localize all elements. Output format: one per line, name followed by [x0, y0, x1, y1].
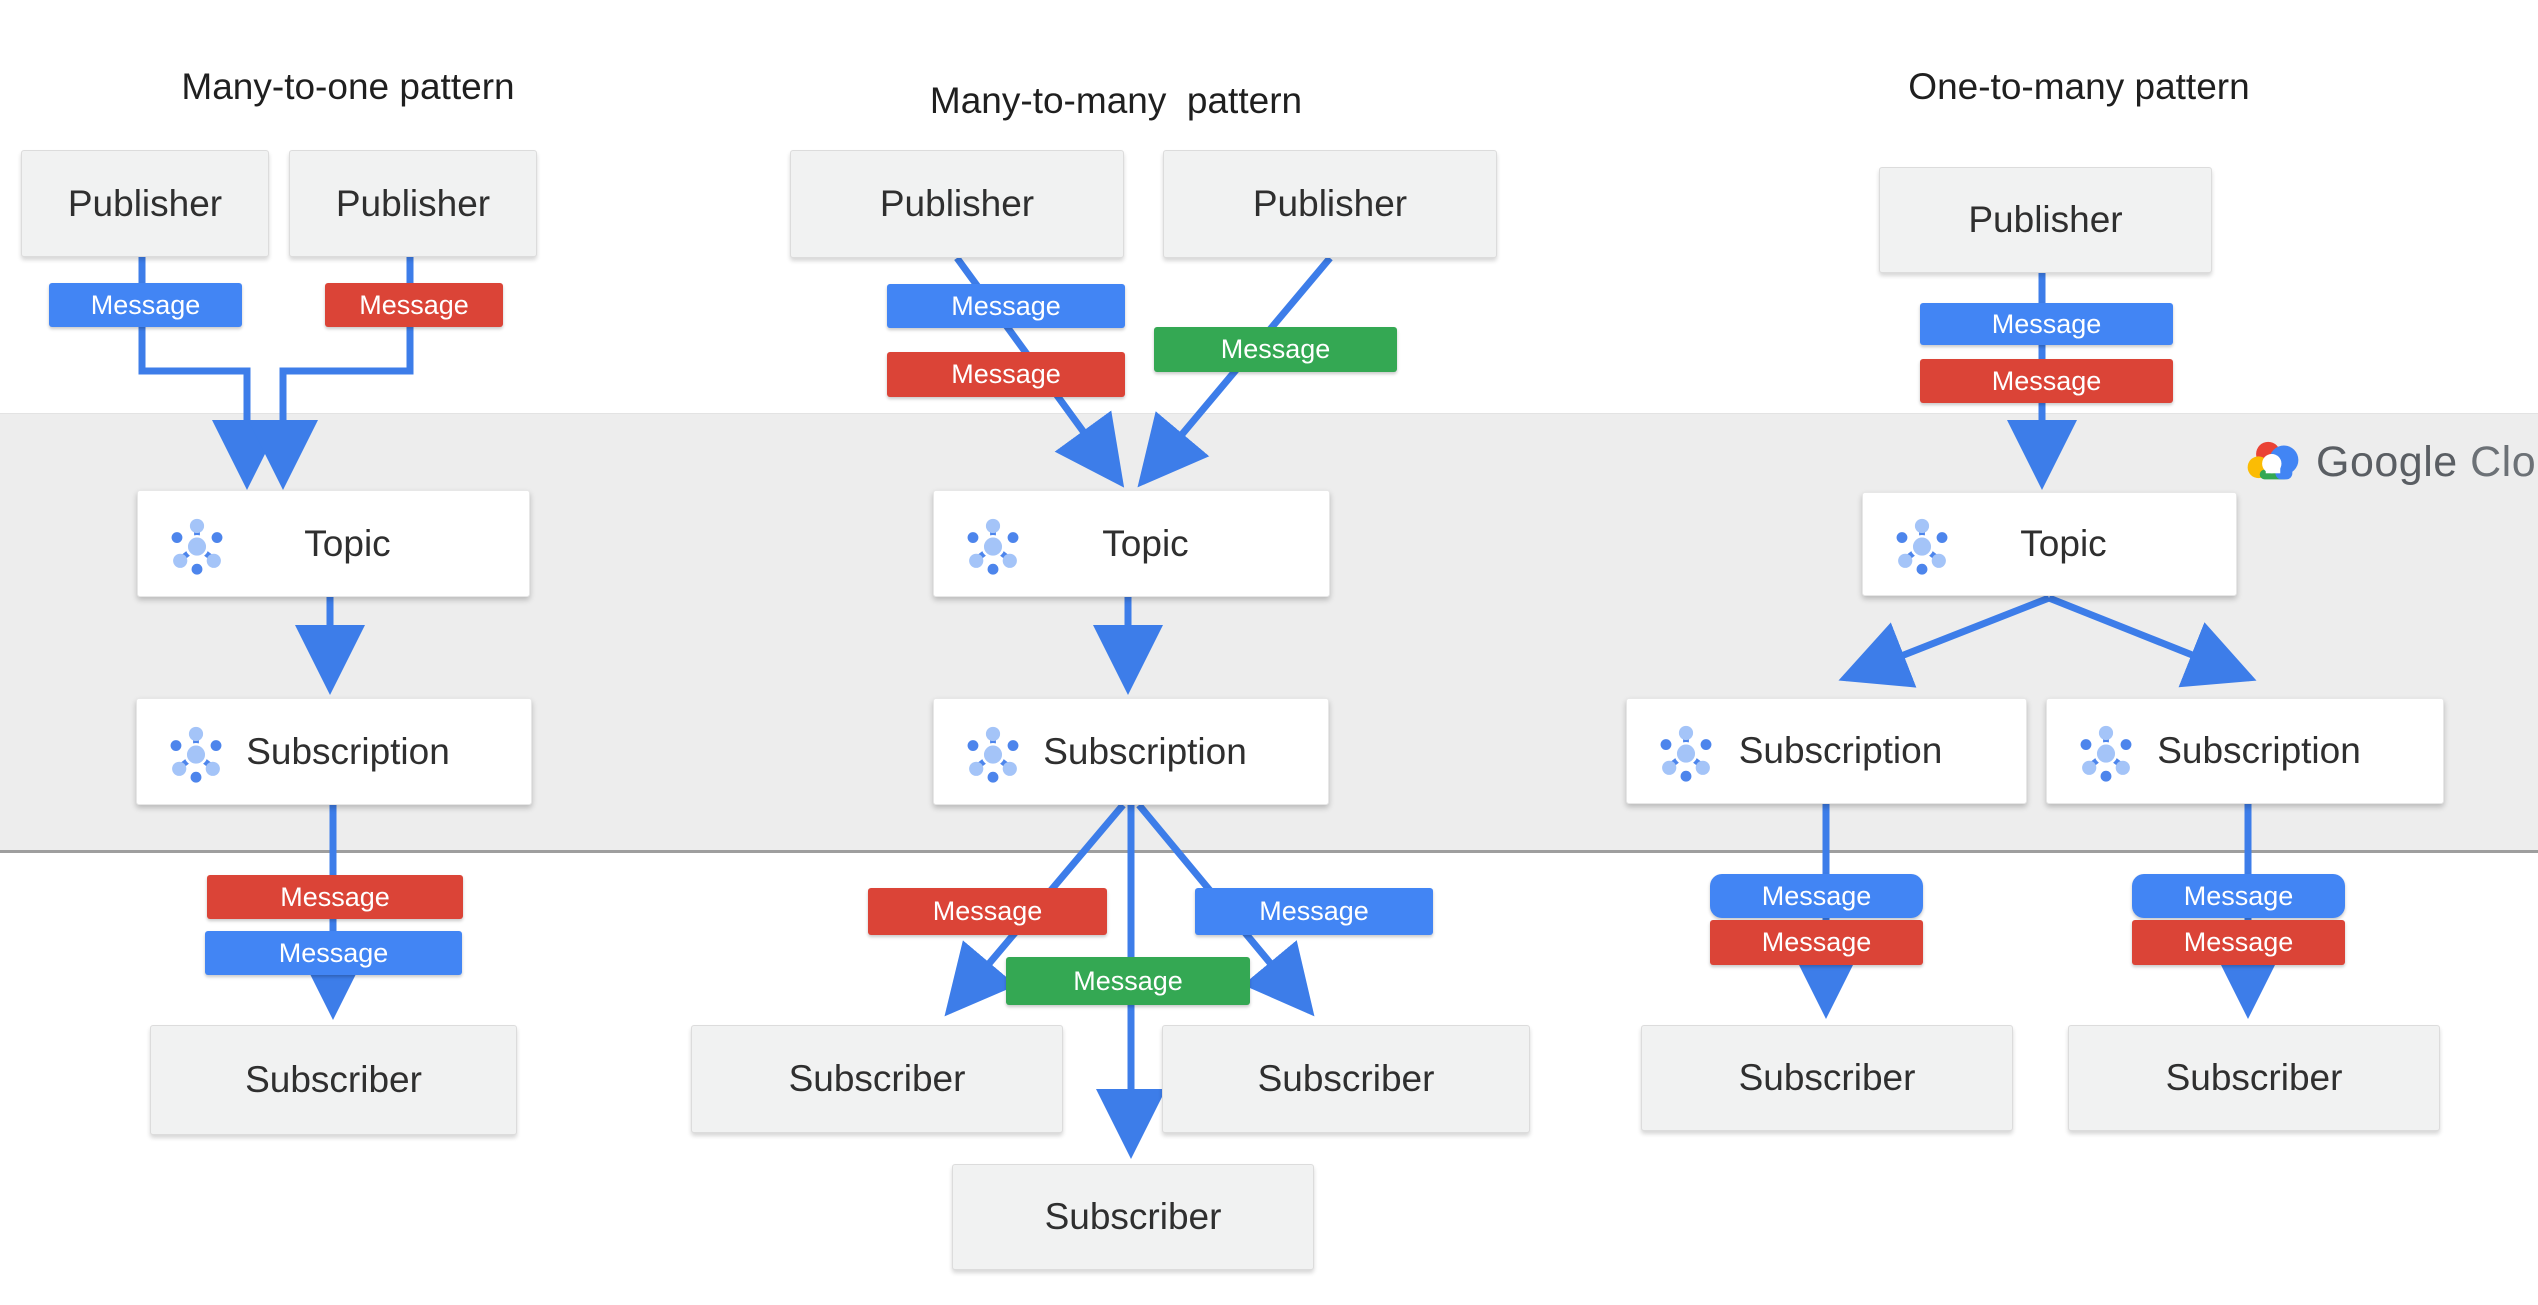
subscriber-box: Subscriber: [691, 1025, 1063, 1133]
topic-box: Topic: [933, 490, 1330, 597]
message-badge-red: Message: [325, 283, 503, 327]
message-badge-blue: Message: [1195, 888, 1433, 935]
topic-box: Topic: [1862, 492, 2237, 596]
subscriber-label: Subscriber: [2165, 1057, 2343, 1098]
topic-label: Topic: [304, 522, 391, 564]
message-label: Message: [278, 937, 389, 968]
topic-box: Topic: [137, 490, 530, 597]
subscriber-label: Subscriber: [1044, 1196, 1222, 1237]
pubsub-topic-icon: [166, 513, 228, 575]
message-label: Message: [1761, 880, 1872, 911]
logo-google-word: Google: [2316, 438, 2458, 486]
topic-label: Topic: [1102, 522, 1189, 564]
logo-cloud-word: Cloud: [2470, 438, 2538, 486]
subscriber-label: Subscriber: [788, 1058, 966, 1099]
message-badge-blue: Message: [49, 283, 242, 327]
message-badge-red: Message: [887, 352, 1125, 397]
publisher-label: Publisher: [1252, 183, 1408, 224]
message-label: Message: [1761, 927, 1872, 957]
message-label: Message: [280, 881, 390, 912]
message-label: Message: [1220, 334, 1331, 364]
message-label: Message: [932, 896, 1043, 926]
google-cloud-logo-icon: [2244, 439, 2302, 486]
message-label: Message: [951, 359, 1061, 389]
publisher-label: Publisher: [67, 182, 223, 224]
pubsub-topic-icon: [1891, 513, 1953, 575]
subscription-label: Subscription: [246, 730, 450, 772]
message-label: Message: [2183, 880, 2294, 911]
subscription-label: Subscription: [2157, 730, 2361, 771]
pubsub-subscription-icon: [165, 721, 227, 783]
publisher-label: Publisher: [879, 183, 1035, 224]
message-badge-blue: Message: [1710, 874, 1923, 918]
pattern-title-one-to-many: One-to-many pattern: [1908, 66, 2250, 107]
message-label: Message: [359, 289, 469, 320]
message-badge-green: Message: [1006, 957, 1250, 1005]
message-badge-red: Message: [1710, 920, 1923, 965]
publisher-box: Publisher: [289, 150, 537, 257]
subscriber-label: Subscriber: [245, 1059, 422, 1100]
subscription-label: Subscription: [1043, 730, 1247, 772]
pubsub-subscription-icon: [2075, 720, 2137, 782]
message-label: Message: [1259, 896, 1369, 926]
message-badge-blue: Message: [2132, 874, 2345, 918]
subscriber-label: Subscriber: [1257, 1058, 1435, 1099]
subscription-box: Subscription: [933, 698, 1329, 805]
subscription-box: Subscription: [1626, 698, 2027, 804]
message-badge-red: Message: [1920, 359, 2173, 403]
message-badge-green: Message: [1154, 327, 1397, 372]
pubsub-topic-icon: [962, 513, 1024, 575]
pattern-title-many-to-many: Many-to-many pattern: [929, 80, 1303, 121]
google-cloud-logo-text: Google Cloud: [2316, 438, 2538, 487]
publisher-box: Publisher: [1879, 167, 2212, 273]
message-badge-blue: Message: [887, 284, 1125, 328]
subscriber-box: Subscriber: [1641, 1025, 2013, 1131]
subscriber-box: Subscriber: [1162, 1025, 1530, 1133]
message-badge-blue: Message: [205, 931, 462, 975]
subscriber-box: Subscriber: [150, 1025, 517, 1135]
pubsub-subscription-icon: [1655, 720, 1717, 782]
message-label: Message: [1073, 965, 1183, 996]
topic-label: Topic: [2020, 523, 2107, 564]
message-label: Message: [1991, 308, 2102, 339]
subscription-box: Subscription: [136, 698, 532, 805]
pattern-title-many-to-one: Many-to-one pattern: [181, 66, 515, 107]
message-badge-red: Message: [207, 875, 463, 919]
message-badge-red: Message: [2132, 920, 2345, 965]
google-cloud-logo: Google Cloud: [2244, 438, 2538, 487]
publisher-box: Publisher: [21, 150, 269, 257]
pubsub-subscription-icon: [962, 721, 1024, 783]
publisher-label: Publisher: [1968, 199, 2123, 240]
subscriber-box: Subscriber: [2068, 1025, 2440, 1131]
message-label: Message: [90, 289, 201, 320]
message-label: Message: [951, 290, 1061, 321]
message-badge-red: Message: [868, 888, 1107, 935]
publisher-box: Publisher: [790, 150, 1124, 258]
subscription-box: Subscription: [2046, 698, 2444, 804]
subscription-label: Subscription: [1738, 730, 1943, 771]
message-label: Message: [2183, 927, 2294, 957]
publisher-box: Publisher: [1163, 150, 1497, 258]
publisher-label: Publisher: [335, 182, 491, 224]
message-badge-blue: Message: [1920, 303, 2173, 345]
subscriber-label: Subscriber: [1738, 1057, 1916, 1098]
subscriber-box: Subscriber: [952, 1164, 1314, 1270]
message-label: Message: [1991, 365, 2102, 396]
